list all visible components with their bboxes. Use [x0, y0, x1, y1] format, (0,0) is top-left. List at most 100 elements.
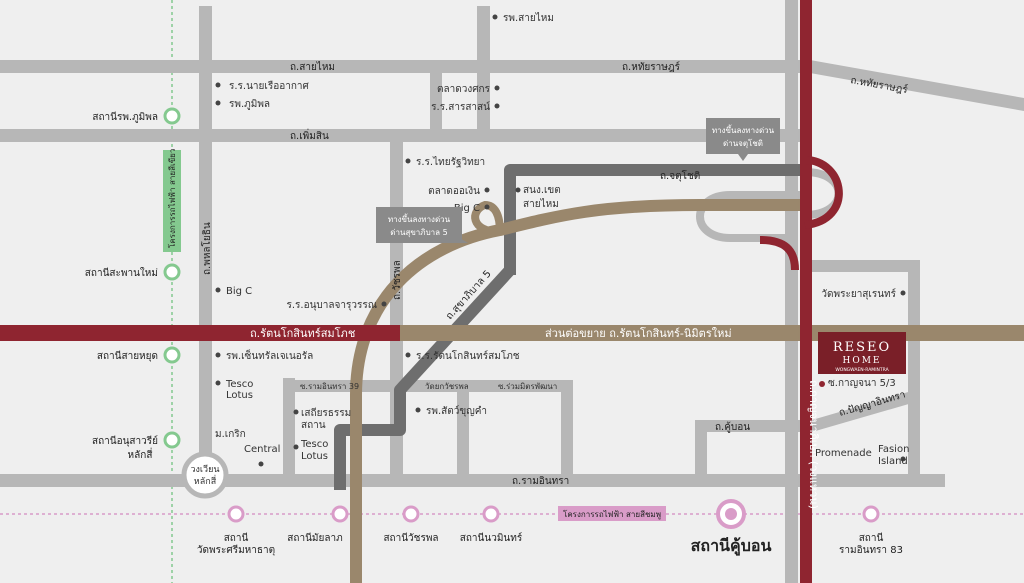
poi-tesco-1a: Tesco: [225, 379, 253, 390]
label-sai-mai: ถ.สายไหม: [290, 61, 335, 73]
road-khu-bon: [695, 420, 813, 432]
poi-hosp-sai-mai: รพ.สายไหม: [503, 12, 554, 24]
road-phahonyothin: [199, 6, 212, 486]
poi-bigc-2: Big C: [454, 203, 480, 214]
poi-dot-sathian: [293, 409, 299, 415]
poi-fashion-a: Fasion: [878, 444, 909, 455]
green-line-label: โครงการรถไฟฟ้า สายสีเขียว: [167, 149, 177, 248]
poi-kindergarten: ร.ร.อนุบาลจารุวรรณ: [286, 300, 377, 311]
road-soi-ruam-mit: [561, 380, 573, 476]
poi-dot-hosp-bhumibol: [215, 100, 221, 106]
label-station-ram-a: สถานี: [859, 532, 884, 544]
label-hathai-rat-top: ถ.หทัยราษฎร์: [622, 61, 681, 73]
callout-box: [376, 207, 462, 243]
station-nawamin: [482, 505, 500, 523]
poi-market-or: ตลาดออเงิน: [428, 186, 480, 197]
label-phermsin: ถ.เพิ่มสิน: [290, 128, 329, 142]
road-panya-inthra: [812, 390, 919, 432]
poi-dot-hosp-central: [215, 352, 221, 358]
poi-dot-market-duang: [494, 85, 500, 91]
label-station-anusawari: สถานีอนุสาวรีย์: [92, 435, 158, 447]
circle-text-b: หลักสี่: [194, 474, 217, 487]
poi-dot-wat: [900, 290, 906, 296]
pink-line-label: โครงการรถไฟฟ้า สายสีชมพู: [563, 509, 661, 520]
poi-hosp-central: รพ.เซ็นทรัลเจเนอรัล: [226, 348, 313, 362]
label-station-watcharaphon: สถานีวัชรพล: [383, 532, 438, 544]
poi-dot-district: [515, 187, 521, 193]
poi-school-rattana: ร.ร.รัตนโกสินทร์สมโภช: [416, 349, 520, 362]
station-ram-inthra83: [862, 505, 880, 523]
pink-line-label-box: [558, 506, 666, 521]
project-logo-box: [818, 332, 906, 374]
station-watcharaphon: [402, 505, 420, 523]
poi-school-naval: ร.ร.นายเรืออากาศ: [229, 80, 309, 92]
poi-dot-hosp-sai-mai: [492, 14, 498, 20]
road-soi-yaek: [457, 390, 469, 476]
station-sai-yud: [163, 346, 181, 364]
circle-laksi: [181, 451, 229, 499]
label-soi-ruam-mit: ซ.ร่วมมิตรพัฒนา: [498, 382, 557, 391]
label-station-sai-yud: สถานีสายหยุด: [97, 350, 158, 362]
callout-text-b: ด่านสุขาภิบาล 5: [390, 228, 447, 237]
label-station-mai-lap: สถานีมัยลาภ: [287, 532, 342, 544]
label-station-bhumibol: สถานีรพ.ภูมิพล: [92, 111, 158, 123]
poi-tesco-2a: Tesco: [300, 439, 328, 450]
callout-text-a: ทางขึ้นลงทางด่วน: [712, 124, 775, 135]
expressway-chatuchot: [504, 164, 800, 275]
poi-dot-project: [819, 381, 825, 387]
road-phermsin: [0, 129, 810, 142]
poi-wat: วัดพระยาสุเรนทร์: [821, 288, 896, 300]
road-market-lane: [430, 73, 442, 129]
pink-line-stations: [227, 505, 880, 523]
station-mai-lap: [331, 505, 349, 523]
label-station-saphan-mai: สถานีสะพานใหม่: [85, 267, 158, 279]
road-kanchanaphisek-frontage-west: [785, 0, 798, 583]
poi-dot-hosp-vet: [415, 407, 421, 413]
circle-text-a: วงเวียน: [190, 464, 219, 475]
poi-sathian-a: เสถียรธรรม: [301, 407, 351, 419]
poi-school-thai-rat: ร.ร.ไทยรัฐวิทยา: [416, 156, 485, 168]
green-line-stations: [163, 107, 181, 449]
poi-dot-market-or: [484, 187, 490, 193]
road-east-vertical: [908, 270, 920, 476]
poi-dot-central: [258, 461, 264, 467]
poi-dot-bigc-2: [484, 204, 490, 210]
poi-dot-kindergarten: [381, 301, 387, 307]
poi-promenade: Promenade: [815, 448, 872, 459]
road-east-top: [812, 260, 920, 272]
label-station-wat-a: สถานี: [224, 532, 249, 544]
label-chatuchot: ถ.จตุโชติ: [660, 169, 700, 182]
poi-dot-school-thai-rat: [405, 158, 411, 164]
project-logo-line1: RESEO: [833, 340, 891, 355]
poi-dot-fashion: [900, 456, 906, 462]
station-saphan-mai: [163, 263, 181, 281]
callout-text-b: ด่านจตุโชติ: [723, 138, 763, 148]
label-phahonyothin: ถ.พหลโยธิน: [200, 222, 213, 275]
label-rattanakosin-ext: ส่วนต่อขยาย ถ.รัตนโกสินทร์-นิมิตรใหม่: [545, 326, 732, 340]
label-watcharaphon: ถ.วัชรพล: [392, 260, 403, 300]
label-station-nawamin: สถานีนวมินทร์: [460, 532, 523, 544]
green-line-label-box: [163, 150, 181, 252]
station-khu-bon-core: [725, 508, 737, 520]
label-soi39: ซ.รามอินทรา 39: [300, 382, 359, 391]
label-soi-yaek: วัดยกวัชรพล: [425, 382, 469, 391]
callout-chatuchot: ทางขึ้นลงทางด่วน ด่านจตุโชติ: [706, 118, 780, 161]
poi-dot-tesco-2: [293, 444, 299, 450]
poi-dot-bigc-1: [215, 287, 221, 293]
callout-sukhaphiban: ทางขึ้นลงทางด่วน ด่านสุขาภิบาล 5: [376, 207, 468, 243]
poi-hosp-bhumibol: รพ.ภูมิพล: [229, 99, 270, 110]
label-station-laksi: หลักสี่: [128, 447, 153, 461]
poi-fashion-b: Island: [878, 456, 908, 467]
poi-m-kerk: ม.เกริก: [215, 429, 246, 440]
poi-hosp-vet: รพ.สัตว์ขุญคำ: [426, 405, 487, 417]
station-bhumibol: [163, 107, 181, 125]
callout-pointer: [738, 154, 748, 161]
poi-bigc-1: Big C: [226, 286, 252, 297]
maroon-interchange-ramp: [804, 156, 843, 229]
poi-dot-school-rattana: [405, 352, 411, 358]
expressway-sukhaphiban: [334, 265, 515, 490]
road-rattanakosin: [0, 325, 400, 341]
expressway: [334, 164, 800, 490]
road-hathai-rat-diag: [810, 60, 1024, 111]
